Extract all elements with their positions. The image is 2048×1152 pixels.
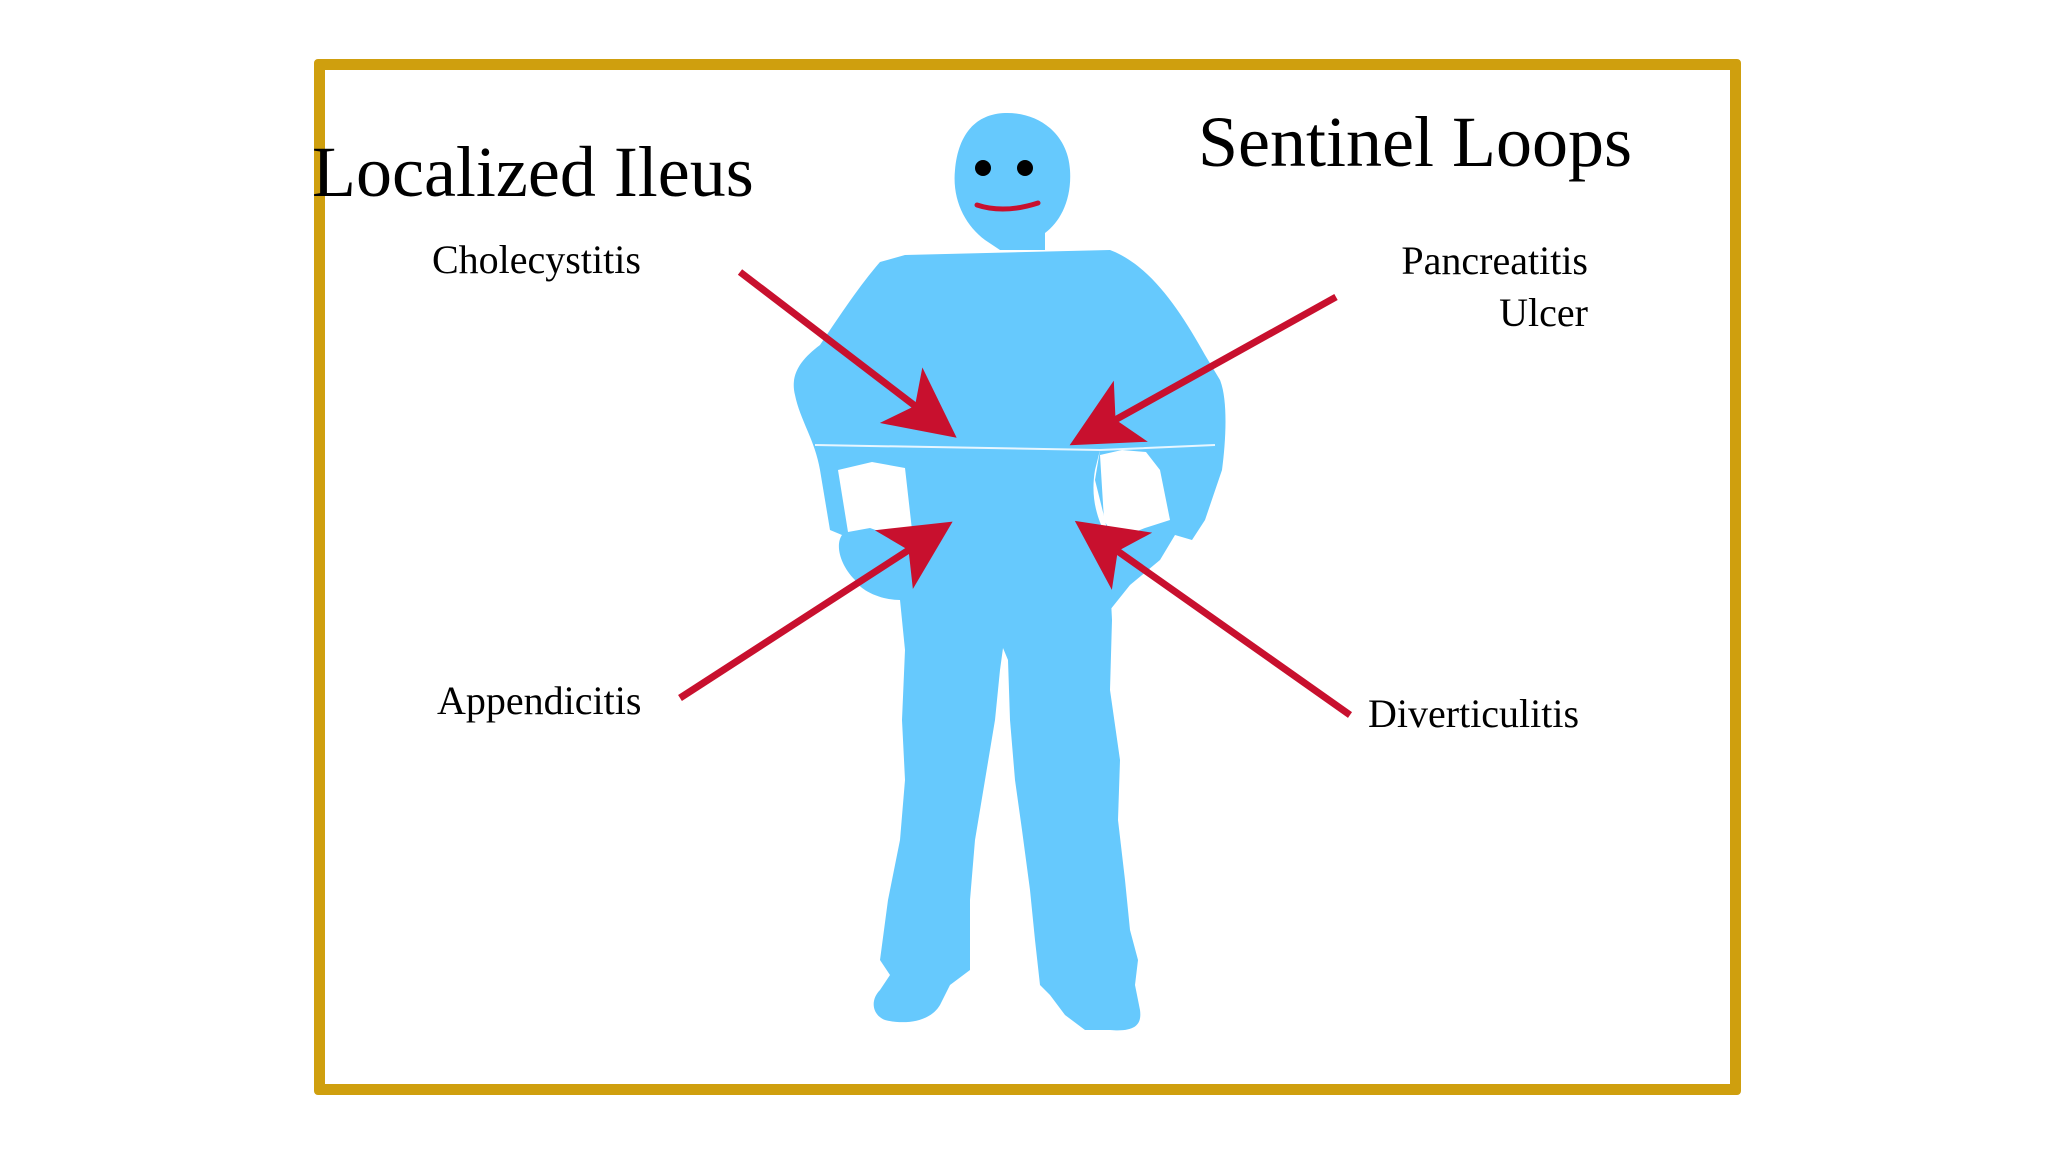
arrow-icon [1074, 520, 1353, 718]
left-eye [975, 160, 991, 176]
right-hand-gap [1100, 450, 1170, 540]
belt-line [814, 444, 1216, 452]
right-eye [1017, 160, 1033, 176]
figure-head [954, 112, 1071, 250]
human-silhouette-icon [793, 112, 1226, 1031]
title-localized-ileus: Localized Ileus [312, 132, 754, 212]
label-cholecystitis: Cholecystitis [432, 237, 641, 282]
arrow-icon [1069, 293, 1338, 446]
label-ulcer: Ulcer [1499, 290, 1588, 335]
arrows [678, 269, 1353, 718]
smile [974, 200, 1041, 212]
left-hand-gap [838, 462, 912, 535]
label-appendicitis: Appendicitis [437, 678, 642, 723]
title-sentinel-loops: Sentinel Loops [1198, 102, 1632, 182]
arrow-icon [737, 269, 957, 438]
arrow-icon [678, 521, 953, 701]
label-diverticulitis: Diverticulitis [1368, 691, 1580, 736]
label-pancreatitis: Pancreatitis [1401, 238, 1588, 283]
slide-frame [314, 59, 1741, 1095]
